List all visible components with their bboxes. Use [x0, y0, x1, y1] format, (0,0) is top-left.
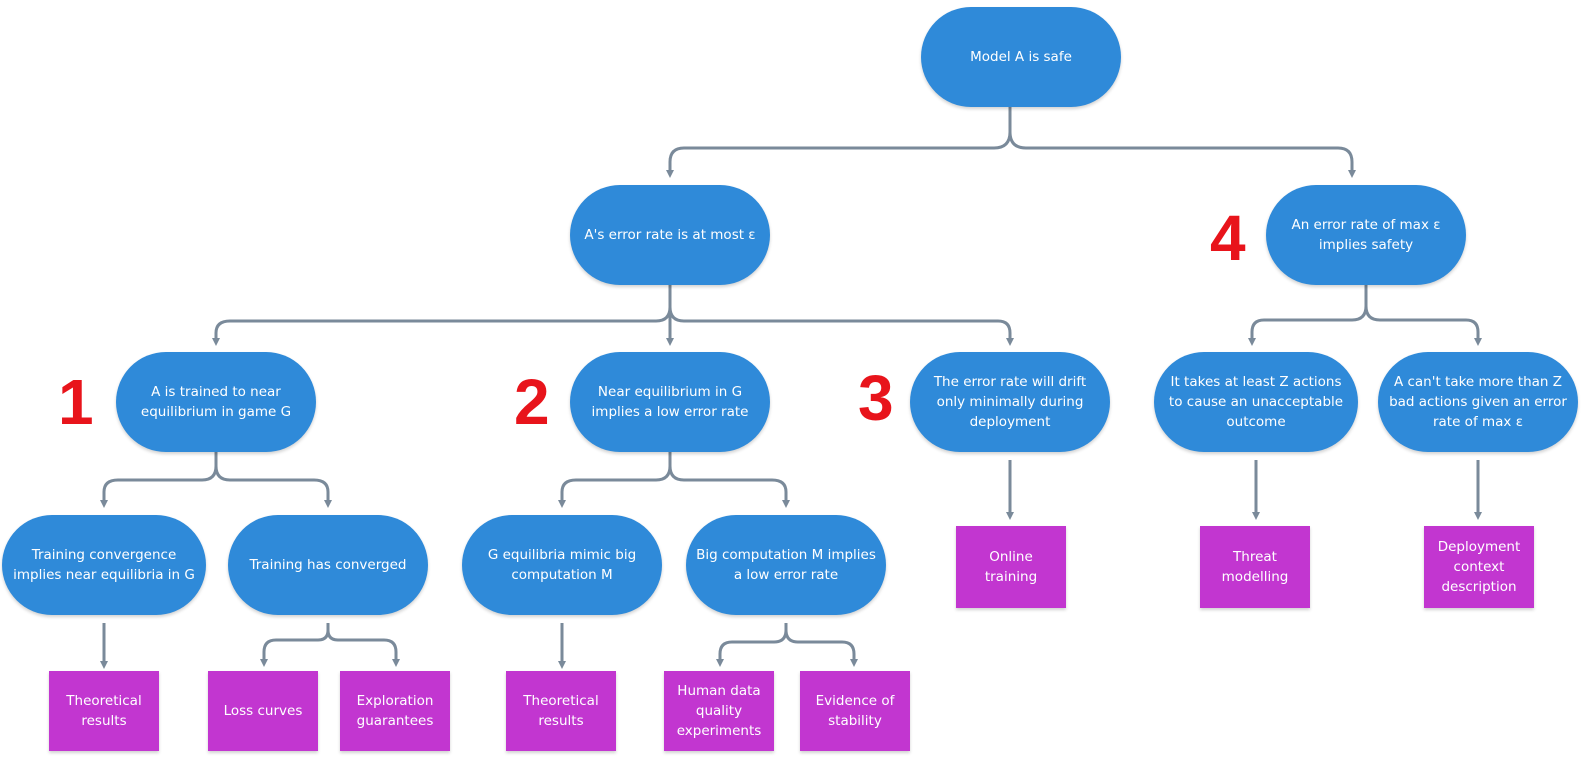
claim-label: A is trained to near equilibrium in game… [140, 384, 292, 420]
claim-label: It takes at least Z actions to cause an … [1168, 374, 1344, 430]
evidence-online-training: Online training [956, 526, 1066, 608]
connector-near-eq-left [100, 448, 218, 508]
evidence-theoretical-results-2: Theoretical results [506, 671, 616, 751]
claim-label: Big computation M implies a low error ra… [696, 547, 876, 583]
evidence-threat-modelling: Threat modelling [1200, 526, 1310, 608]
claim-label: Near equilibrium in G implies a low erro… [591, 384, 749, 420]
connector-root-split [1008, 107, 1356, 178]
evidence-label: Deployment context description [1437, 539, 1521, 595]
marker-2: 2 [514, 366, 550, 438]
connector-root-left [666, 131, 1012, 178]
evidence-label: Theoretical results [66, 693, 142, 729]
evidence-loss-curves: Loss curves [208, 671, 318, 751]
evidence-human-data-quality: Human data quality experiments [664, 671, 774, 751]
connector-computation-right [784, 629, 858, 667]
claim-equilibria-mimic-computation: G equilibria mimic big computation M [462, 515, 662, 615]
evidence-label: Loss curves [223, 703, 303, 719]
claim-label: Model A is safe [970, 49, 1072, 65]
claim-label: A can't take more than Z bad actions giv… [1389, 374, 1567, 430]
connector-implies-safety-right [1364, 305, 1482, 346]
marker-1: 1 [58, 366, 94, 438]
connector-eq-low-error-left [558, 448, 672, 508]
claim-label: Training convergence implies near equili… [13, 547, 195, 583]
evidence-label: Exploration guarantees [356, 693, 434, 729]
evidence-label: Threat modelling [1221, 549, 1289, 585]
evidence-label: Theoretical results [523, 693, 599, 729]
connector-error-rate-left [212, 306, 672, 346]
claim-label: The error rate will drift only minimally… [933, 374, 1087, 430]
connector-error-rate-right [668, 283, 1014, 346]
claim-computation-low-error: Big computation M implies a low error ra… [686, 515, 886, 615]
claim-label: A's error rate is at most ε [584, 227, 756, 243]
claim-training-converged: Training has converged [228, 515, 428, 615]
evidence-label: Human data quality experiments [676, 683, 762, 739]
claim-z-actions: It takes at least Z actions to cause an … [1154, 352, 1358, 452]
marker-3: 3 [858, 362, 894, 434]
claim-equilibrium-low-error: Near equilibrium in G implies a low erro… [570, 352, 770, 452]
claim-convergence-implies-equilibria: Training convergence implies near equili… [2, 515, 206, 615]
connector-converged-right [326, 629, 400, 667]
connector-computation-left [716, 623, 788, 667]
connector-converged-left [260, 623, 330, 667]
evidence-deployment-context: Deployment context description [1424, 526, 1534, 608]
connector-implies-safety-left [1248, 283, 1368, 346]
claim-bad-actions-limit: A can't take more than Z bad actions giv… [1378, 352, 1578, 452]
claim-trained-near-equilibrium: A is trained to near equilibrium in game… [116, 352, 316, 452]
evidence-label: Online training [984, 549, 1038, 585]
claim-label: Training has converged [249, 557, 407, 573]
claim-error-rate-implies-safety: An error rate of max ε implies safety [1266, 185, 1466, 285]
evidence-label: Evidence of stability [815, 693, 895, 729]
claim-label: G equilibria mimic big computation M [487, 547, 637, 583]
connector-near-eq-right [214, 465, 332, 508]
claim-model-a-safe: Model A is safe [921, 7, 1121, 107]
claim-error-rate-at-most: A's error rate is at most ε [570, 185, 770, 285]
connector-eq-low-error-right [668, 465, 790, 508]
evidence-stability: Evidence of stability [800, 671, 910, 751]
evidence-theoretical-results-1: Theoretical results [49, 671, 159, 751]
claim-error-rate-drift: The error rate will drift only minimally… [910, 352, 1110, 452]
claim-label: An error rate of max ε implies safety [1291, 217, 1441, 253]
evidence-exploration-guarantees: Exploration guarantees [340, 671, 450, 751]
marker-4: 4 [1210, 202, 1246, 274]
